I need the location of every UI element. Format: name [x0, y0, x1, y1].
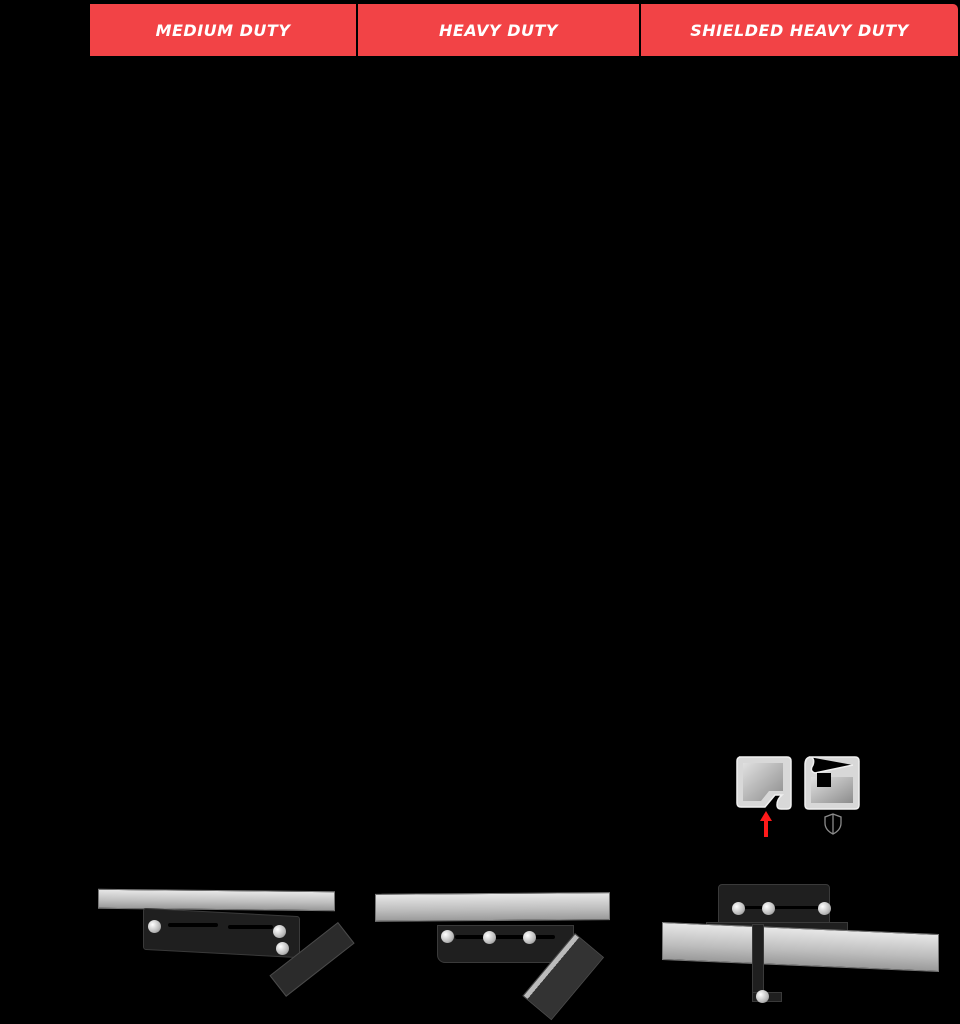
slot — [740, 906, 825, 909]
heavy-duty-mount-image — [375, 892, 615, 1021]
medium-duty-mount-image — [98, 888, 355, 1005]
column-header-medium-duty: MEDIUM DUTY — [90, 4, 356, 56]
knob — [818, 902, 831, 915]
column-label: SHIELDED HEAVY DUTY — [690, 20, 909, 40]
shield-icon — [824, 813, 842, 835]
column-header-heavy-duty: HEAVY DUTY — [358, 4, 639, 56]
knob — [273, 925, 286, 938]
open-profile-icon — [736, 756, 860, 810]
bracket — [437, 925, 574, 963]
knob — [523, 931, 536, 944]
rail — [662, 921, 939, 973]
shielded-heavy-duty-mount-image — [660, 882, 945, 1017]
knob — [762, 902, 775, 915]
rail-profile-comparison — [735, 755, 865, 845]
knob — [732, 902, 745, 915]
slot — [455, 935, 555, 939]
column-label: MEDIUM DUTY — [155, 20, 291, 40]
knob — [483, 931, 496, 944]
knob — [441, 930, 454, 943]
rail — [375, 892, 610, 922]
rail — [98, 888, 335, 912]
column-label: HEAVY DUTY — [439, 20, 558, 40]
knob — [148, 920, 161, 933]
red-arrow-up-icon — [760, 811, 772, 837]
clamp-knob — [756, 990, 769, 1003]
column-header-shielded-heavy-duty: SHIELDED HEAVY DUTY — [641, 4, 958, 56]
slot — [228, 925, 273, 929]
knob — [276, 942, 289, 955]
comparison-header: MEDIUM DUTY HEAVY DUTY SHIELDED HEAVY DU… — [90, 4, 958, 57]
slot — [168, 923, 218, 927]
